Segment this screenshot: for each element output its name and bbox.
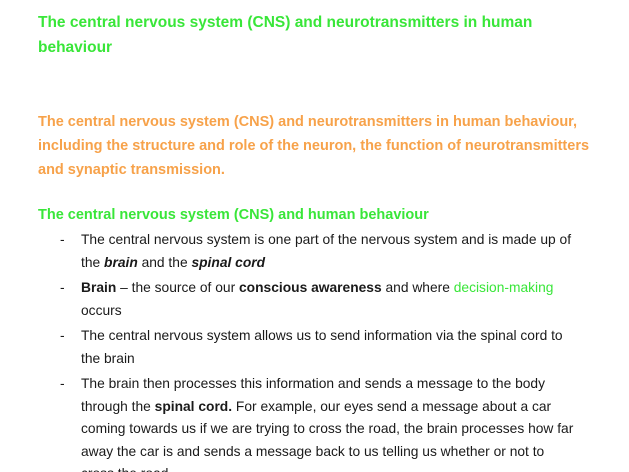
bullet-text: – the source of our — [116, 280, 239, 295]
bullet-dash: - — [60, 376, 65, 391]
section-heading: The central nervous system (CNS) and hum… — [38, 207, 429, 223]
document-subtitle: The central nervous system (CNS) and neu… — [38, 114, 590, 178]
term-conscious-awareness: conscious awareness — [239, 280, 382, 295]
term-brain-label: Brain — [81, 280, 117, 295]
bullet-dash: - — [60, 232, 65, 247]
bullet-text: The central nervous system allows us to … — [81, 328, 563, 366]
bullet-item-cns-definition: - The central nervous system is one part… — [0, 229, 581, 274]
term-brain: brain — [104, 254, 138, 270]
bullet-item-brain-processes: - The brain then processes this informat… — [0, 373, 581, 472]
bullet-item-brain: - Brain – the source of our conscious aw… — [0, 277, 581, 322]
term-spinal-cord: spinal cord — [191, 254, 266, 270]
bullet-text: and the — [137, 254, 192, 270]
term-spinal-cord-bold: spinal cord. — [154, 398, 233, 414]
bullet-text: The brain then processes this informatio… — [81, 376, 546, 414]
bullet-text: The central nervous system is one part o… — [81, 232, 572, 270]
bullet-list: - The central nervous system is one part… — [0, 229, 629, 472]
bullet-text: and where — [381, 280, 454, 295]
bullet-item-send-information: - The central nervous system allows us t… — [0, 325, 581, 370]
document-title: The central nervous system (CNS) and neu… — [38, 14, 533, 56]
bullet-dash: - — [60, 280, 65, 295]
bullet-text: occurs — [81, 302, 122, 318]
bullet-text: For example, our eyes send a message abo… — [81, 398, 574, 472]
bullet-dash: - — [60, 328, 65, 343]
term-decision-making: decision-making — [453, 280, 554, 295]
